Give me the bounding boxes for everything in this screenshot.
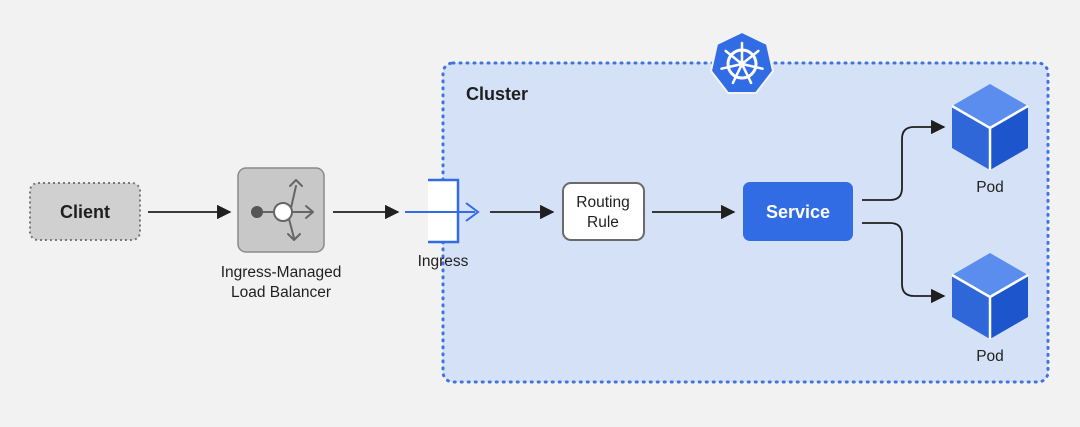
- load-balancer-arrows-icon: [251, 179, 314, 241]
- routing-rule-node[interactable]: Routing Rule: [562, 182, 645, 241]
- ingress-label: Ingress: [418, 253, 469, 270]
- service-label: Service: [766, 202, 830, 222]
- service-node[interactable]: Service: [743, 182, 853, 241]
- cluster-label: Cluster: [466, 84, 528, 104]
- kubernetes-helm-icon: [709, 30, 775, 94]
- routing-rule-label-line1: Routing: [576, 194, 629, 211]
- cube-icon: [951, 253, 1029, 339]
- load-balancer-label-line1: Ingress-Managed: [221, 264, 342, 281]
- load-balancer-label-line2: Load Balancer: [231, 284, 331, 301]
- pod-top-node[interactable]: Pod: [951, 84, 1029, 196]
- pod-bottom-node[interactable]: Pod: [951, 253, 1029, 365]
- pod-top-label: Pod: [976, 179, 1004, 196]
- client-label: Client: [60, 202, 110, 222]
- client-node[interactable]: Client: [29, 182, 141, 241]
- ingress-node[interactable]: Ingress: [405, 178, 480, 270]
- cube-icon: [951, 84, 1029, 170]
- arrow-service-to-pod-bottom: [862, 222, 946, 304]
- load-balancer-node[interactable]: Ingress-Managed Load Balancer: [221, 167, 342, 301]
- arrow-service-to-pod-top: [862, 119, 946, 201]
- routing-rule-label-line2: Rule: [587, 214, 619, 231]
- pod-bottom-label: Pod: [976, 348, 1004, 365]
